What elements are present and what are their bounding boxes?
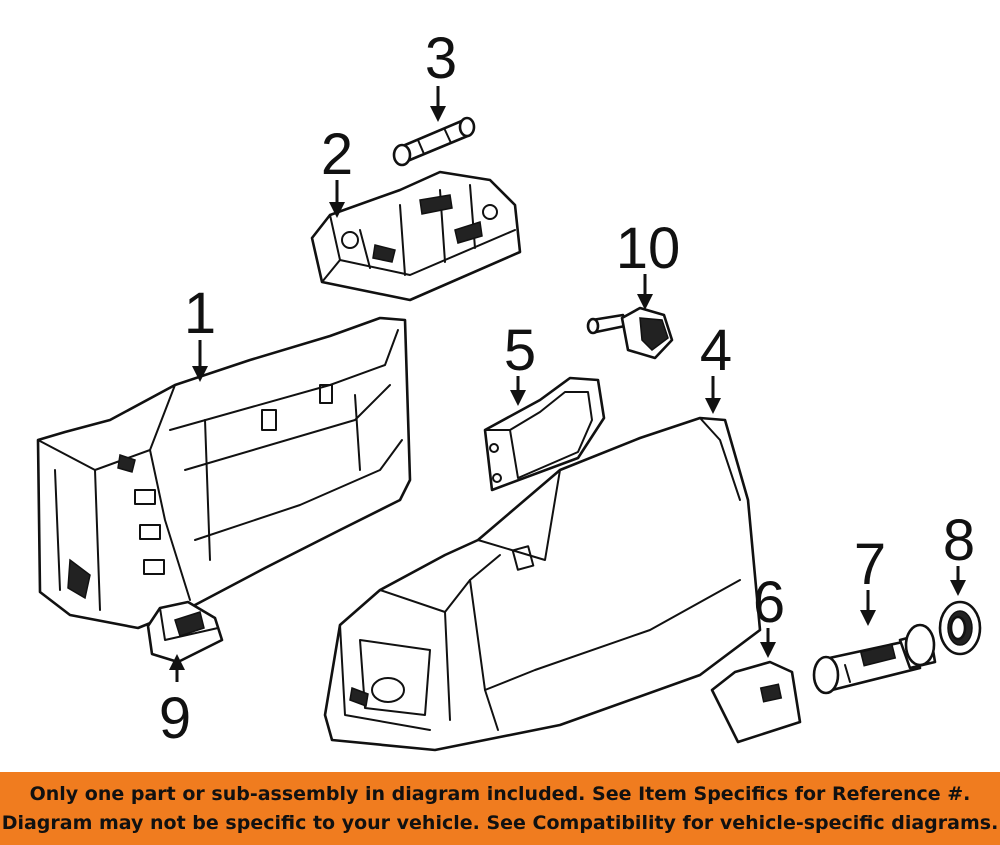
callout-1: 1: [184, 281, 216, 346]
part-10-switch: [586, 306, 674, 360]
callout-8: 8: [943, 508, 975, 573]
callout-7: 7: [854, 532, 886, 597]
callout-5: 5: [504, 318, 536, 383]
part-9-latch: [146, 600, 224, 664]
part-3-bulb: [392, 116, 476, 167]
callout-4: 4: [700, 318, 732, 383]
part-2-lamp-housing: [310, 170, 522, 302]
leader-9: [169, 654, 185, 682]
leader-arrows: [169, 86, 966, 682]
leader-2: [329, 180, 345, 218]
callout-6: 6: [753, 570, 785, 635]
callout-2: 2: [321, 122, 353, 187]
part-1-glove-box-housing: [36, 316, 412, 630]
leader-3: [430, 86, 446, 122]
part-7-lock-cylinder: [812, 623, 937, 695]
leader-10: [637, 274, 653, 310]
leader-5: [510, 376, 526, 406]
part-6-lock-cover: [710, 660, 802, 744]
part-4-glove-box-door: [323, 416, 762, 752]
leader-8: [950, 566, 966, 596]
callout-10: 10: [616, 216, 681, 281]
part-8-retainer-ring: [938, 600, 982, 656]
leader-4: [705, 376, 721, 414]
leader-7: [860, 590, 876, 626]
disclaimer-line-2: Diagram may not be specific to your vehi…: [1, 811, 999, 834]
disclaimer-line-1: Only one part or sub-assembly in diagram…: [29, 782, 971, 805]
disclaimer-banner: Only one part or sub-assembly in diagram…: [0, 772, 1000, 845]
part-5-handle-bezel: [483, 376, 606, 492]
leader-6: [760, 628, 776, 658]
callout-3: 3: [425, 26, 457, 91]
leader-1: [192, 340, 208, 382]
callout-labels: 1 2 3 4 5 6 7 8 9 10: [159, 26, 975, 751]
parts-diagram: 1 2 3 4 5 6 7 8 9 10: [36, 26, 982, 752]
callout-9: 9: [159, 686, 191, 751]
